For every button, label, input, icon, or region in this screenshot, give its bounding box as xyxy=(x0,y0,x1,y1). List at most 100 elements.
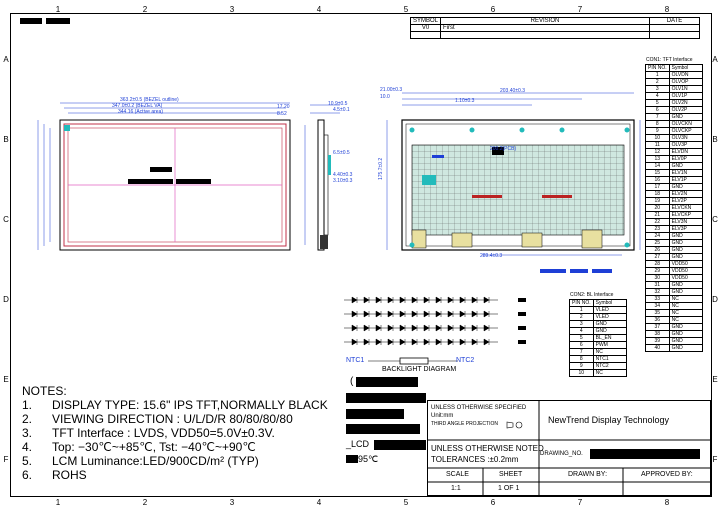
redacted-label xyxy=(346,393,426,403)
pin-symbol: VDD50 xyxy=(668,260,703,268)
zone-label: 1 xyxy=(55,5,61,14)
zone-label: 2 xyxy=(142,5,148,14)
led-terminal xyxy=(518,340,526,344)
pin-symbol: NC xyxy=(668,316,703,324)
note-item: 6.ROHS xyxy=(22,468,328,482)
led-diode-icon xyxy=(399,296,406,304)
pin-symbol: OLVDN xyxy=(668,71,703,79)
revision-date-header: DATE xyxy=(649,17,700,25)
pin-number: 8 xyxy=(569,355,594,363)
zone-label: B xyxy=(712,135,718,144)
pin-symbol: ELV3N xyxy=(668,218,703,226)
pin-symbol: GND xyxy=(668,232,703,240)
pin-number: 5 xyxy=(569,334,594,342)
pin-number: 19 xyxy=(645,197,670,205)
led-diode-icon xyxy=(447,338,454,346)
led-diode-icon xyxy=(459,310,466,318)
redacted-label xyxy=(356,377,418,387)
redacted-label xyxy=(346,455,358,463)
pin-symbol: ELV1N xyxy=(668,169,703,177)
pin-number: 40 xyxy=(645,344,670,352)
pin-symbol: OLV2N xyxy=(668,99,703,107)
pin-symbol: NTC2 xyxy=(592,362,627,370)
pin-symbol: OLV3P xyxy=(668,141,703,149)
led-diode-icon xyxy=(375,310,382,318)
pin-symbol: GND xyxy=(668,337,703,345)
tb-scale: 1:1 xyxy=(451,485,461,492)
zone-label: B xyxy=(3,135,9,144)
led-diode-icon xyxy=(375,324,382,332)
con2-title: CON2: BL Interface xyxy=(570,292,614,298)
pin-symbol: ELVCKN xyxy=(668,204,703,212)
pin-number: 30 xyxy=(645,274,670,282)
revision-symbol: V0 xyxy=(409,24,442,32)
rear-dim-2: 10.0 xyxy=(380,94,390,100)
zone-label: D xyxy=(3,295,9,304)
paren-text: ( xyxy=(350,376,354,387)
led-diode-icon xyxy=(483,310,490,318)
pin-symbol: GND xyxy=(668,288,703,296)
led-diode-icon xyxy=(399,310,406,318)
pin-number: 21 xyxy=(645,211,670,219)
zone-label: F xyxy=(3,455,9,464)
pin-symbol: GND xyxy=(668,239,703,247)
tb-drawing-no: DRAWING_NO. xyxy=(540,451,583,457)
notes-title: NOTES: xyxy=(22,384,67,398)
con1-header-symbol: Symbol xyxy=(668,64,703,72)
pin-symbol: GND xyxy=(668,323,703,331)
con1-header-pin: PIN NO. xyxy=(645,64,670,72)
led-diode-icon xyxy=(483,296,490,304)
led-diode-icon xyxy=(411,324,418,332)
led-diode-icon xyxy=(423,324,430,332)
pin-symbol: NTC1 xyxy=(592,355,627,363)
zone-label: C xyxy=(3,215,9,224)
pin-number: 39 xyxy=(645,337,670,345)
note-item: 4.Top: −30℃~+85℃, Tst: −40℃~+90℃ xyxy=(22,440,328,454)
front-view-drawing xyxy=(37,102,291,251)
ntc1-label: NTC1 xyxy=(346,357,365,364)
pin-number: 20 xyxy=(645,204,670,212)
backlight-diagram xyxy=(344,296,526,365)
zone-label: 7 xyxy=(577,498,583,507)
pin-symbol: GND xyxy=(592,320,627,328)
redacted-label xyxy=(346,409,404,419)
con2-header-symbol: Symbol xyxy=(592,299,627,307)
led-diode-icon xyxy=(447,324,454,332)
zone-label: 6 xyxy=(490,5,496,14)
note-item: 1.DISPLAY TYPE: 15.6" IPS TFT,NORMALLY B… xyxy=(22,398,328,412)
revision-table: SYMBOL REVISION DATE V0 First xyxy=(409,17,700,39)
pin-number: 2 xyxy=(569,313,594,321)
led-diode-icon xyxy=(351,324,358,332)
pin-number: 34 xyxy=(645,302,670,310)
pin-number: 29 xyxy=(645,267,670,275)
led-terminal xyxy=(518,312,526,316)
pin-symbol: ELV0P xyxy=(668,155,703,163)
note-item: 2.VIEWING DIRECTION : U/L/D/R 80/80/80/8… xyxy=(22,412,328,426)
pin-symbol: OLVOP xyxy=(668,78,703,86)
note-number: 4. xyxy=(22,440,33,454)
blue-marker xyxy=(540,269,566,273)
pin-symbol: NC xyxy=(668,295,703,303)
pin-symbol: OLV1P xyxy=(668,92,703,100)
pin-symbol: NC xyxy=(668,302,703,310)
pin-number: 11 xyxy=(645,141,670,149)
pin-symbol: GND xyxy=(668,183,703,191)
